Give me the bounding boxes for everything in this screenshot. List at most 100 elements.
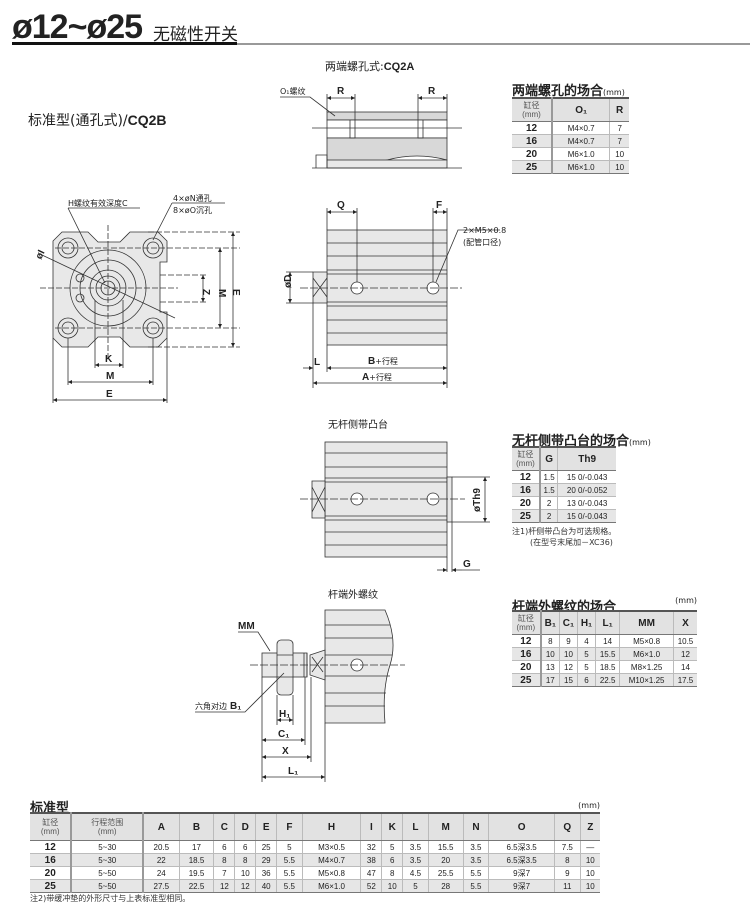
table-cell: 5.5: [462, 879, 489, 893]
column-header: C: [213, 813, 235, 841]
table-cell: M6×1.0: [619, 647, 674, 661]
table-cell: 22.5: [595, 673, 620, 687]
table-cell: 14: [672, 660, 697, 674]
table-cell: 5~30: [70, 840, 145, 854]
label-f: F: [436, 200, 442, 211]
table-cell: 29: [255, 853, 277, 867]
table-cell: 10: [579, 853, 600, 867]
table-cell: 15: [558, 673, 578, 687]
column-header: F: [276, 813, 303, 841]
table-cell: 1.5: [539, 470, 558, 484]
cq2a-top-drawing: [280, 94, 462, 169]
column-header: O: [488, 813, 555, 841]
table-cell: 22: [142, 853, 180, 867]
table-unit: (mm): [603, 88, 625, 97]
column-header: R: [609, 98, 629, 122]
table-cell: 17.5: [672, 673, 697, 687]
label-b1: B₁: [230, 701, 241, 712]
table-cell: 32: [360, 840, 382, 854]
table-cell: 8: [381, 866, 403, 880]
table-cell: 9: [554, 866, 581, 880]
table-cell: 3.5: [462, 853, 489, 867]
table-cell: 4: [576, 634, 596, 648]
table-cell: 20 0/-0.052: [557, 483, 616, 497]
table-cell: 7: [609, 134, 629, 148]
column-header: M: [427, 813, 464, 841]
column-header: Z: [579, 813, 600, 841]
column-header: L₁: [595, 611, 620, 635]
label-port: 2×M5×0.8: [463, 226, 506, 235]
table-cell: 12: [512, 121, 554, 135]
table-cell: 5: [576, 647, 596, 661]
table-cell: 12: [512, 470, 541, 484]
table-cell: 20: [512, 147, 554, 161]
table-cell: 19.5: [178, 866, 214, 880]
column-header: 缸径 (mm): [512, 98, 554, 122]
label-e-vertical: E: [230, 289, 241, 296]
table-cell: 2: [539, 509, 558, 523]
table-unit: (mm): [675, 596, 697, 605]
column-header: E: [255, 813, 277, 841]
table-cell: 6.5深3.5: [488, 840, 555, 854]
table-cell: M5×0.8: [301, 866, 361, 880]
column-header: 缸径 (mm): [512, 447, 541, 471]
table-cell: 10: [234, 866, 256, 880]
column-header: D: [234, 813, 256, 841]
label-mm: MM: [238, 621, 255, 632]
table-cell: M4×0.7: [551, 134, 610, 148]
table-cell: 6: [213, 840, 235, 854]
label-z: Z: [200, 289, 211, 295]
table-cell: 8: [540, 634, 560, 648]
table-cell: 15.5: [595, 647, 620, 661]
table-cell: 40: [255, 879, 277, 893]
table-cell: 52: [360, 879, 382, 893]
table-cell: M6×1.0: [551, 147, 610, 161]
label-m-vertical: M: [216, 289, 227, 297]
table-unit: (mm): [629, 438, 651, 447]
table-cell: 15.5: [427, 840, 464, 854]
table-cell: 25: [30, 879, 73, 893]
table-cell: 20.5: [142, 840, 180, 854]
label-r-right: R: [428, 86, 436, 97]
table-cell: 10: [579, 879, 600, 893]
table-cell: 15 0/-0.043: [557, 509, 616, 523]
label-h1: H₁: [279, 709, 290, 720]
table-cell: 1.5: [539, 483, 558, 497]
column-header: A: [142, 813, 180, 841]
label-r-left: R: [337, 86, 345, 97]
table-unit: (mm): [578, 801, 600, 810]
column-header: L: [402, 813, 429, 841]
label-o-hole: 8×øO沉孔: [173, 206, 212, 215]
label-q: Q: [337, 200, 345, 211]
label-i: øI: [34, 248, 48, 261]
table-cell: 12: [30, 840, 73, 854]
table-cell: M6×1.0: [301, 879, 361, 893]
column-header: C₁: [558, 611, 578, 635]
table-cell: 10.5: [672, 634, 697, 648]
table-cell: 12: [512, 634, 542, 648]
table-cell: 20: [30, 866, 73, 880]
table-cell: M8×1.25: [619, 660, 674, 674]
table-cell: 14: [595, 634, 620, 648]
table-cell: 16: [512, 483, 541, 497]
title-rule-gray: [237, 43, 750, 45]
table-title: 两端螺孔的场合: [512, 84, 604, 99]
table-cell: 8: [213, 853, 235, 867]
table-cell: 8: [234, 853, 256, 867]
table-cell: 9深7: [488, 866, 555, 880]
table-cell: 13 0/-0.043: [557, 496, 616, 510]
table-cell: 10: [609, 147, 629, 161]
table-cell: 5~50: [70, 866, 145, 880]
label-h-thread: H螺纹有效深度C: [68, 198, 128, 208]
